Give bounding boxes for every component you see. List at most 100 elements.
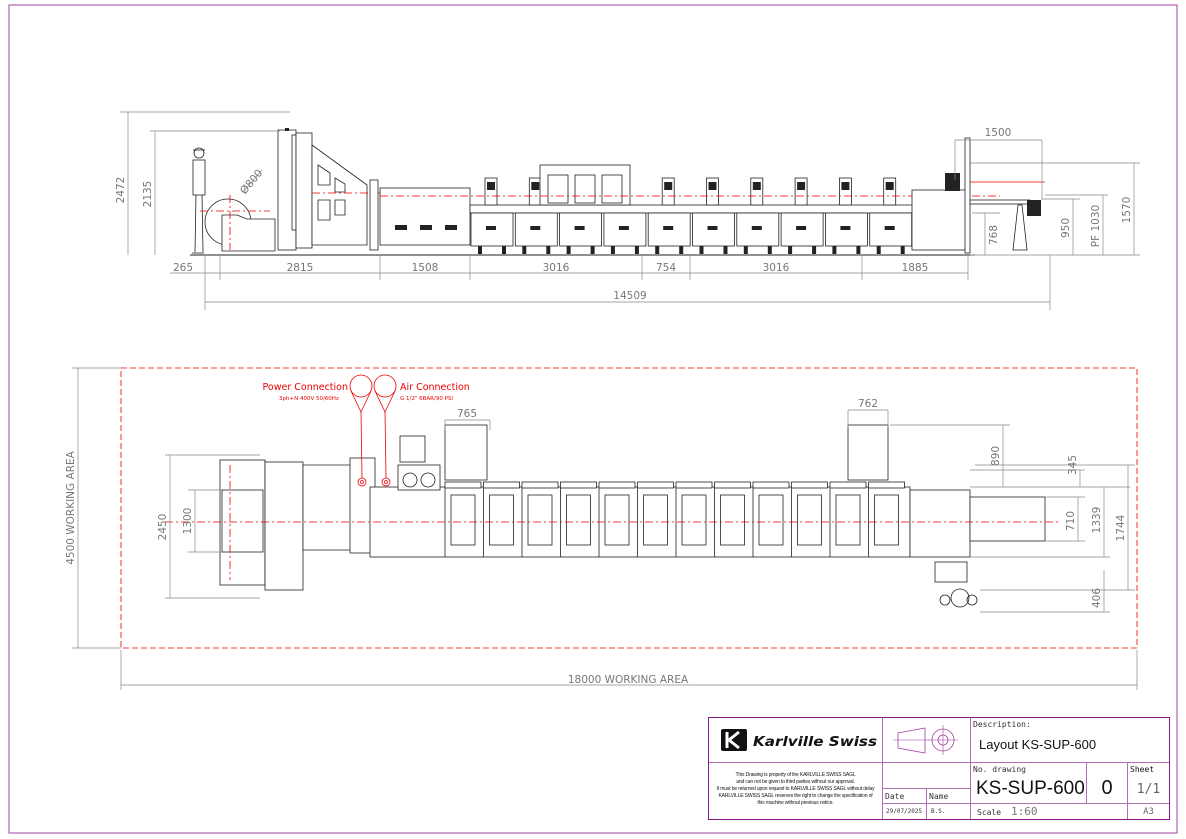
dim-765: 765 [457,408,477,420]
working-area-boundary [120,367,1138,649]
station-frame [758,494,784,546]
dim-345: 345 [1067,455,1079,475]
station-foot [767,246,772,254]
revision: 0 [1101,777,1113,799]
disclaimer-cell: This Drawing is property of the KARLVILL… [709,763,883,819]
date-value-cell: 29/07/2025 [883,804,927,819]
dim-1500: 1500 [985,127,1012,139]
station-foot [679,246,684,254]
station-panel [707,226,718,230]
working-area-width-label: 18000 WORKING AREA [568,674,689,686]
station-foot [900,246,905,254]
station-motor [885,182,894,190]
station-foot [788,246,793,254]
dim-1570: 1570 [1121,197,1133,224]
station-foot [566,246,571,254]
projection-symbol-cell [883,718,971,763]
dim-710: 710 [1065,511,1077,531]
station-top-cover [868,481,905,489]
power-connection-title: Power Connection [263,382,349,393]
dim-1508: 1508 [412,262,439,274]
dim-1339: 1339 [1091,507,1103,534]
station-top-cover [444,481,482,489]
drawing-number-label: No. drawing [973,765,1026,774]
power-connection-callout: Power Connection 3ph+N 400V 50/60Hz [263,374,373,487]
station-top-cover [714,481,751,489]
logo-text: Karlville Swiss [753,735,877,750]
dim-pf-1030: PF 1030 [1090,205,1102,247]
drawing-number: KS-SUP-600 [976,778,1085,799]
dim-2815: 2815 [287,262,314,274]
station-top-cover [829,481,867,489]
disclaimer-line: It must be returned upon request to KARL… [716,786,875,792]
karlville-logo: Karlville Swiss [721,729,877,751]
station-panel [751,226,762,230]
dim-950: 950 [1060,218,1072,238]
description-label: Description: [973,720,1031,729]
station-panel [618,226,629,230]
dim-265: 265 [173,262,193,274]
disclaimer-line: and can not be given to third parties wi… [736,779,855,785]
disclaimer-line: this machine without previous notice. [757,800,834,806]
air-connection-spec: G 1/2" 6BAR/90 PSI [400,396,453,402]
station-motor [797,182,806,190]
station-foot [699,246,704,254]
dim-2472: 2472 [115,177,127,204]
date-label-cell: Date [883,789,927,804]
station-top-cover [560,481,597,489]
name-label: Name [929,792,949,801]
disclaimer-line: KARLVILLE SWISS SAGL reserves the right … [718,793,873,799]
dim-2135: 2135 [142,181,154,208]
station-foot [876,246,881,254]
format-cell: A3 [1128,804,1169,819]
station-modules [470,177,913,254]
station-foot [502,246,506,254]
dim-3016-a: 3016 [543,262,570,274]
station-frame [797,494,822,546]
blank-cell [883,763,971,789]
station-panel [796,226,807,230]
air-connection-title: Air Connection [400,382,470,393]
description-cell: Description: Layout KS-SUP-600 [971,718,1169,763]
dim-2450: 2450 [157,514,169,541]
station-foot [856,246,861,254]
station-top-cover [791,481,828,489]
station-panel [574,226,585,230]
name-label-cell: Name [927,789,971,804]
station-foot [634,246,639,254]
drawing-number-cell: No. drawing KS-SUP-600 [971,763,1087,804]
station-foot [723,246,728,254]
station-foot [655,246,660,254]
station-top-cover [675,481,713,489]
station-panel [530,226,541,230]
sheet-label: Sheet [1130,765,1155,774]
station-top-cover [637,481,674,489]
dim-3016-b: 3016 [763,262,790,274]
station-frame [643,494,668,546]
scale-label: Scale [977,808,1002,817]
working-area-height-label: 4500 WORKING AREA [65,450,77,564]
station-frame [527,494,553,546]
station-frame [681,494,707,546]
station-foot [610,246,615,254]
station-top-cover [598,481,636,489]
dim-1744: 1744 [1115,514,1127,541]
paper-format: A3 [1143,807,1154,817]
dim-diameter-800: Ø800 [238,167,265,196]
station-frame [566,494,591,546]
name-value-cell: B.S. [927,804,971,819]
scale-cell: Scale 1:60 [971,804,1128,819]
station-frame [450,494,476,546]
station-motor [752,182,761,190]
dim-14509: 14509 [613,290,646,302]
title-block: Karlville Swiss Description: Layout KS-S… [708,717,1170,820]
station-foot [812,246,817,254]
station-foot [478,246,482,254]
station-top-cover [752,481,790,489]
station-motor [708,182,717,190]
station-top-cover [483,481,520,489]
station-panel [884,226,895,230]
dim-406: 406 [1091,588,1103,608]
dim-754: 754 [656,262,676,274]
